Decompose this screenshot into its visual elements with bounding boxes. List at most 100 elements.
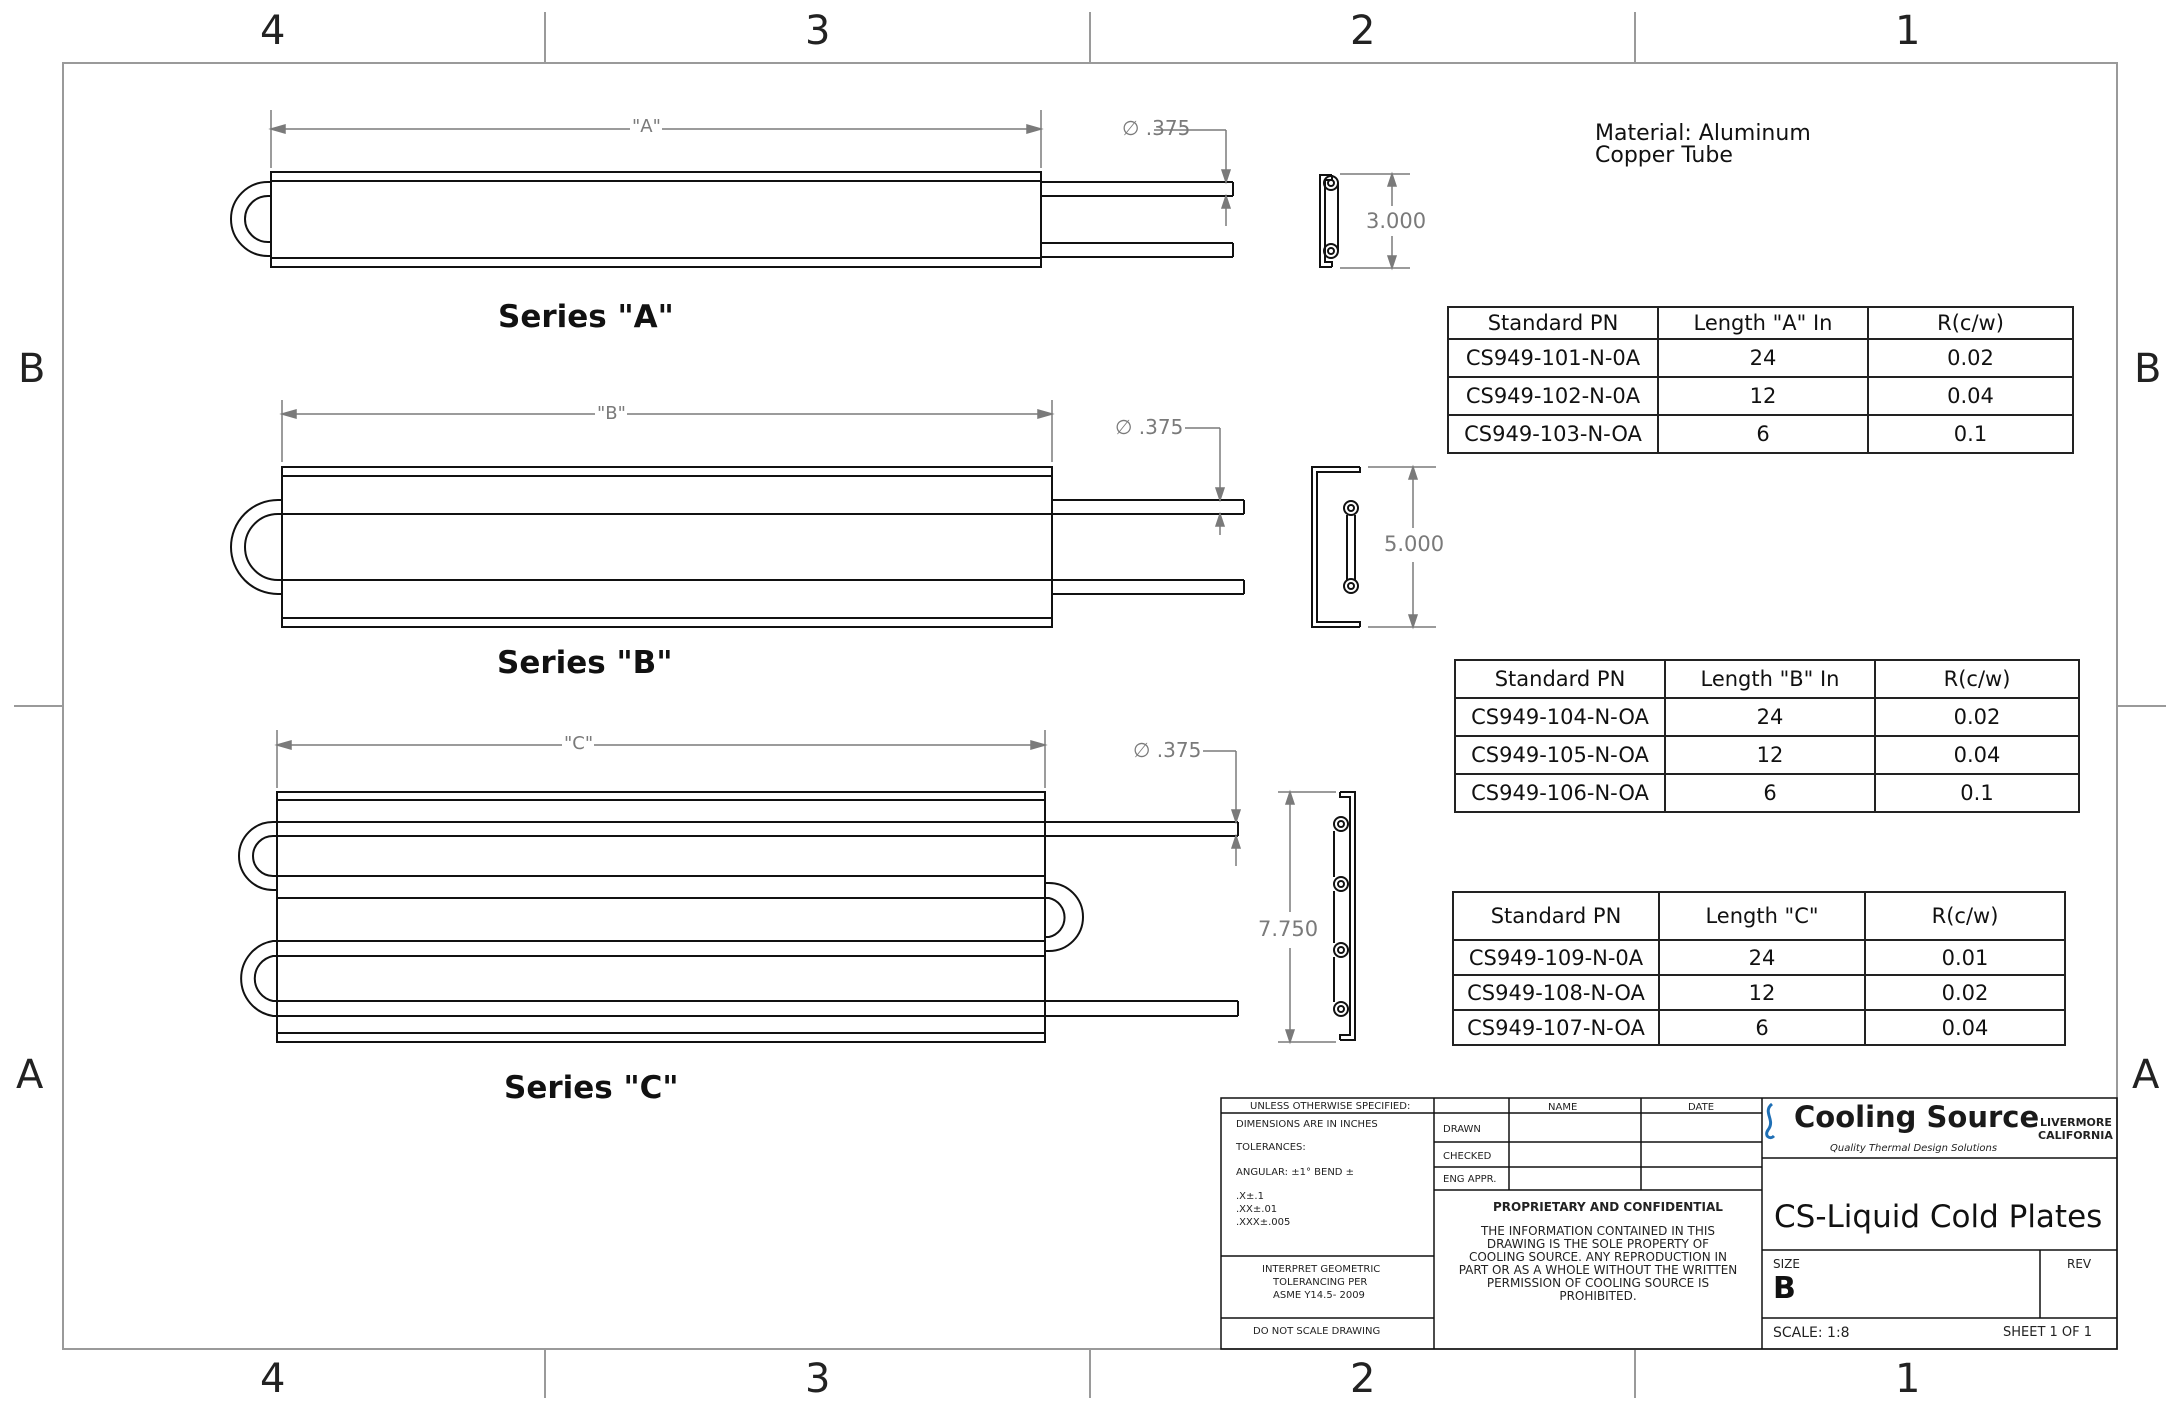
tolerance-xx: .XX±.01 — [1236, 1204, 1278, 1215]
table-cell: CS949-103-N-OA — [1447, 414, 1659, 454]
logo-swoosh-icon — [1765, 1102, 1776, 1140]
zone-col-3-top: 3 — [805, 8, 831, 54]
proprietary-heading: PROPRIETARY AND CONFIDENTIAL — [1493, 1200, 1723, 1214]
no-scale-note: DO NOT SCALE DRAWING — [1253, 1326, 1381, 1337]
tolerance-x: .X±.1 — [1236, 1191, 1264, 1202]
date-column-header: DATE — [1688, 1102, 1715, 1113]
scale-note: SCALE: 1:8 — [1773, 1325, 1850, 1341]
table-cell: 6 — [1664, 773, 1876, 813]
table-header: Standard PN — [1447, 306, 1659, 340]
notice-line: COOLING SOURCE. ANY REPRODUCTION IN — [1468, 1250, 1728, 1264]
table-cell: CS949-102-N-0A — [1447, 376, 1659, 416]
zone-row-a-right: A — [2132, 1052, 2160, 1098]
table-cell: CS949-109-N-0A — [1452, 939, 1660, 976]
table-row: CS949-101-N-0A 24 0.02 — [1447, 338, 2074, 378]
unless-specified: UNLESS OTHERWISE SPECIFIED: — [1250, 1101, 1411, 1112]
table-cell: 12 — [1658, 974, 1866, 1011]
table-cell: 0.04 — [1864, 1009, 2066, 1046]
table-cell: 0.02 — [1867, 338, 2074, 378]
zone-row-a-left: A — [16, 1052, 44, 1098]
tolerance-xxx: .XXX±.005 — [1236, 1217, 1291, 1228]
table-row: CS949-107-N-OA 6 0.04 — [1452, 1009, 2066, 1046]
material-note: Material: Aluminum Copper Tube — [1595, 123, 1811, 167]
table-cell: 0.01 — [1864, 939, 2066, 976]
table-header: Standard PN — [1452, 891, 1660, 941]
company-logo: Cooling Source — [1794, 1100, 2039, 1134]
series-c-dimensions — [274, 730, 1242, 866]
table-row: CS949-108-N-OA 12 0.02 — [1452, 974, 2066, 1011]
series-b-length-dim: "B" — [597, 403, 626, 424]
table-header: R(c/w) — [1874, 659, 2080, 699]
series-c-tube-dia: ∅ .375 — [1133, 738, 1202, 762]
series-a-plate — [230, 171, 1234, 268]
table-cell: 24 — [1658, 939, 1866, 976]
location-line-2: CALIFORNIA — [2038, 1129, 2113, 1142]
table-cell: 24 — [1664, 697, 1876, 737]
table-cell: CS949-101-N-0A — [1447, 338, 1659, 378]
series-a-length-dim: "A" — [632, 116, 661, 137]
series-b-tube-dia: ∅ .375 — [1115, 415, 1184, 439]
table-header: Standard PN — [1454, 659, 1666, 699]
table-cell: 6 — [1658, 1009, 1866, 1046]
zone-col-1-top: 1 — [1895, 8, 1921, 54]
eng-appr-label: ENG APPR. — [1443, 1174, 1497, 1185]
table-cell: 0.04 — [1874, 735, 2080, 775]
angular-tolerance: ANGULAR: ±1° BEND ± — [1236, 1167, 1355, 1178]
table-row: CS949-102-N-0A 12 0.04 — [1447, 376, 2074, 416]
table-cell: 12 — [1664, 735, 1876, 775]
drawing-title: CS-Liquid Cold Plates — [1774, 1199, 2103, 1235]
tolerances-label: TOLERANCES: — [1236, 1142, 1306, 1153]
series-c-label: Series "C" — [504, 1070, 679, 1106]
series-b-dimensions — [279, 400, 1226, 535]
series-a-label: Series "A" — [498, 299, 674, 335]
size-value: B — [1773, 1271, 1796, 1306]
title-block-grid — [1220, 1097, 2118, 1350]
table-header: Length "A" In — [1657, 306, 1869, 340]
interpret-line-2: TOLERANCING PER — [1273, 1277, 1368, 1288]
table-cell: 24 — [1657, 338, 1869, 378]
notice-line: PROHIBITED. — [1559, 1289, 1637, 1303]
checked-label: CHECKED — [1443, 1151, 1492, 1162]
series-a-height-dim — [1340, 171, 1410, 271]
series-b-label: Series "B" — [497, 645, 673, 681]
notice-line: PERMISSION OF COOLING SOURCE IS — [1486, 1276, 1710, 1290]
table-cell: CS949-107-N-OA — [1452, 1009, 1660, 1046]
drawn-label: DRAWN — [1443, 1124, 1481, 1135]
table-row: CS949-104-N-OA 24 0.02 — [1454, 697, 2080, 737]
confidentiality-notice: THE INFORMATION CONTAINED IN THIS DRAWIN… — [1436, 1225, 1760, 1303]
table-header: R(c/w) — [1867, 306, 2074, 340]
series-a-dimensions — [268, 110, 1232, 226]
table-cell: 0.1 — [1874, 773, 2080, 813]
table-cell: 0.1 — [1867, 414, 2074, 454]
series-a-pn-table: Standard PN Length "A" In R(c/w) CS949-1… — [1447, 306, 2074, 454]
table-cell: 0.02 — [1874, 697, 2080, 737]
name-column-header: NAME — [1548, 1102, 1578, 1113]
series-a-height-value: 3.000 — [1366, 209, 1427, 233]
zone-col-1-bottom: 1 — [1895, 1356, 1921, 1402]
tube-material-line: Copper Tube — [1595, 143, 1733, 168]
series-c-plate — [238, 791, 1239, 1043]
dimensions-note: DIMENSIONS ARE IN INCHES — [1236, 1119, 1378, 1130]
table-cell: CS949-104-N-OA — [1454, 697, 1666, 737]
table-row: CS949-106-N-OA 6 0.1 — [1454, 773, 2080, 813]
table-cell: 12 — [1657, 376, 1869, 416]
zone-col-2-bottom: 2 — [1350, 1356, 1376, 1402]
series-c-end-view — [1333, 791, 1356, 1041]
rev-label: REV — [2067, 1257, 2092, 1271]
series-c-length-dim: "C" — [564, 733, 594, 754]
series-c-height-dim — [1278, 789, 1336, 1045]
zone-row-b-right: B — [2134, 346, 2162, 392]
series-b-height-value: 5.000 — [1384, 532, 1445, 556]
interpret-line-1: INTERPRET GEOMETRIC — [1262, 1264, 1381, 1275]
border-frame — [14, 12, 2166, 1398]
table-row: CS949-103-N-OA 6 0.1 — [1447, 414, 2074, 454]
table-cell: 0.04 — [1867, 376, 2074, 416]
table-header: Length "C" — [1658, 891, 1866, 941]
table-cell: 6 — [1657, 414, 1869, 454]
series-c-height-value: 7.750 — [1258, 917, 1319, 941]
location-line-1: LIVERMORE — [2040, 1116, 2112, 1129]
table-header: Length "B" In — [1664, 659, 1876, 699]
material-line: Material: Aluminum — [1595, 121, 1811, 146]
notice-line: THE INFORMATION CONTAINED IN THIS — [1480, 1224, 1716, 1238]
